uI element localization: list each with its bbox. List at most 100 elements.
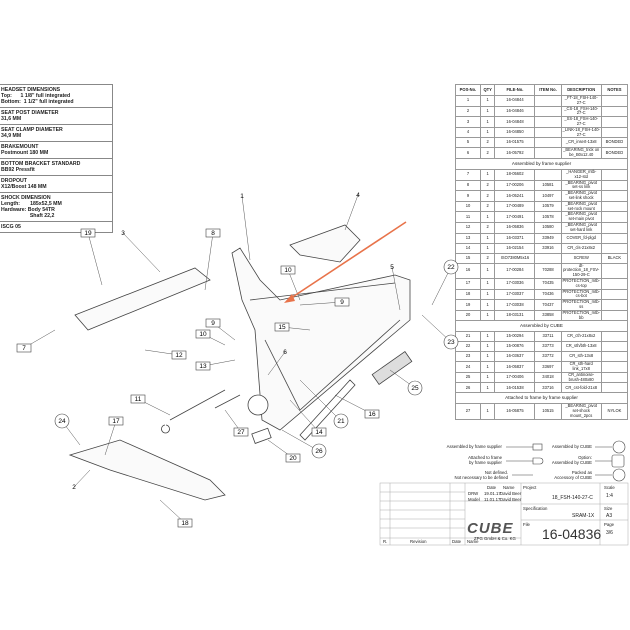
callout-label: 22 — [447, 264, 455, 271]
table-cell: 17-00284 — [494, 262, 536, 279]
legend-option-cube: Option: Assembled by CUBE — [551, 455, 592, 465]
file-label: File — [523, 522, 530, 527]
spec-title: HEADSET DIMENSIONS — [1, 87, 61, 93]
callout-8: 8 — [204, 228, 221, 291]
leader-line — [87, 232, 103, 286]
callout-label: 10 — [199, 331, 207, 338]
table-row: Assembled by frame supplier — [455, 157, 628, 170]
section-header: Assembled by frame supplier — [455, 157, 628, 170]
callout-label: 2 — [72, 484, 76, 491]
spec-value: Length: 185x52,5 MM — [1, 201, 62, 207]
size-value: A3 — [606, 513, 613, 519]
callout-3: 3 — [121, 230, 161, 273]
callout-26: 26 — [281, 429, 327, 459]
legend-cube: Assembled by CUBE — [551, 444, 592, 449]
table-cell: 24 — [455, 361, 481, 373]
leader-line — [391, 266, 401, 311]
page-label: Page — [604, 522, 615, 527]
callout-17: 17 — [104, 416, 124, 456]
callout-label: 19 — [84, 230, 92, 237]
spec-title: SEAT CLAMP DIAMETER — [1, 127, 63, 133]
callout-circle — [54, 413, 70, 429]
callout-box — [280, 265, 296, 275]
table-cell — [600, 299, 629, 311]
drw-date: 19.01.17 — [484, 491, 501, 496]
cube-logo: CUBE — [467, 520, 514, 537]
downtube-protector — [299, 379, 356, 441]
drw-label: DRW — [468, 491, 479, 496]
spec-title: SEAT POST DIAMETER — [1, 110, 59, 116]
callout-box — [233, 427, 249, 437]
seat-stay — [74, 267, 211, 331]
callout-label: 17 — [112, 418, 120, 425]
legend-not-defined: Not defined. Not necessary to be defined — [454, 470, 508, 480]
spec-value: X12/Boost 148 MM — [1, 184, 47, 190]
spec-value: SRAM-1X — [572, 513, 595, 519]
leader-line — [299, 379, 342, 422]
table-cell: NYLOK — [600, 403, 629, 420]
spec-title: BRAKEMOUNT — [1, 144, 39, 150]
callout-10: 10 — [195, 329, 226, 346]
rev-col-r: R. — [383, 539, 388, 544]
callout-label: 8 — [211, 230, 215, 237]
callout-9: 9 — [205, 318, 236, 341]
callout-label: 26 — [315, 448, 323, 455]
callout-label: 20 — [289, 455, 297, 462]
company-name: ZPG GmbH & Co. KG — [474, 536, 516, 541]
top-tube — [249, 282, 396, 301]
table-cell: CR_sth-hard link_17x8 — [560, 361, 602, 373]
callout-circle — [443, 334, 459, 350]
leader-line — [241, 195, 251, 261]
model-name: David Beer — [500, 497, 522, 502]
spec-value: 31,6 MM — [1, 116, 22, 122]
table-cell: 5 — [455, 137, 481, 149]
callout-box — [195, 329, 211, 339]
callout-label: 13 — [199, 363, 207, 370]
callout-box — [274, 322, 290, 332]
callout-24: 24 — [54, 413, 81, 446]
chain-stay — [68, 439, 226, 501]
table-cell: BONDED — [600, 137, 629, 149]
axle-parts — [161, 389, 241, 434]
table-cell: PROTECTION_mtb-cs-top — [560, 277, 602, 290]
column-header: POS-No. — [455, 84, 481, 96]
callout-4: 4 — [344, 192, 360, 231]
callout-15: 15 — [274, 322, 311, 332]
leader-line — [73, 469, 91, 488]
callout-label: 11 — [135, 396, 142, 403]
callout-13: 13 — [195, 359, 236, 371]
project-value: 18_FSH-140-27-C — [552, 495, 593, 501]
spec-value: Top: 1 1/8" full integrated — [1, 93, 71, 99]
callout-box — [205, 318, 221, 328]
table-cell: 17 — [455, 277, 481, 290]
front-triangle — [231, 247, 411, 431]
callout-box — [171, 350, 187, 360]
bb-protector — [251, 427, 272, 444]
bottom-bracket — [247, 394, 269, 416]
callout-5: 5 — [390, 264, 401, 311]
callout-14: 14 — [289, 399, 327, 437]
callout-label: 1 — [240, 193, 244, 200]
callout-label: 16 — [368, 411, 376, 418]
callout-label: 27 — [237, 429, 245, 436]
drw-name: David Beer — [500, 491, 522, 496]
callout-label: 12 — [175, 352, 183, 359]
callout-label: 5 — [390, 264, 394, 271]
table-cell: 18 — [455, 288, 481, 301]
rev-col-revision: Revision — [410, 539, 427, 544]
legend-accessory: Packed as Accessory of CUBE — [554, 470, 592, 480]
legend-frame-supplier: Assembled by frame supplier — [446, 444, 502, 449]
leader-line — [104, 420, 117, 456]
rev-col-name: Name — [467, 539, 479, 544]
page-value: 3/6 — [606, 530, 613, 536]
legend-symbols — [506, 440, 626, 482]
